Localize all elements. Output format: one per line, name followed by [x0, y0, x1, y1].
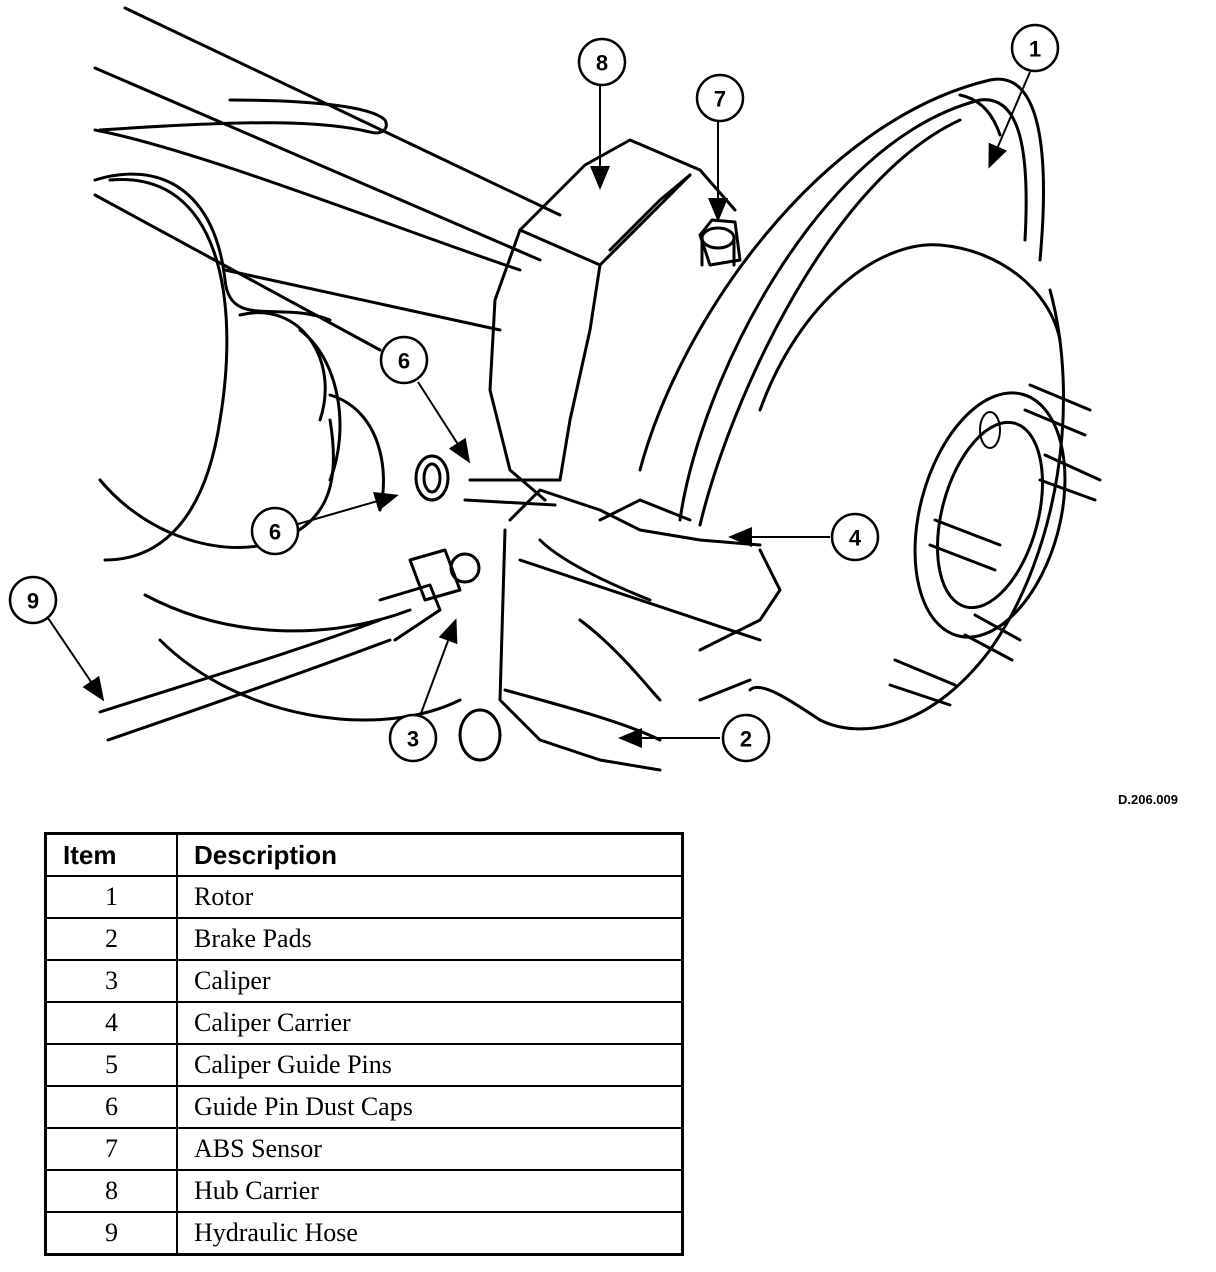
item-number: 6 [44, 1085, 178, 1129]
callout-6-upper: 6 [379, 335, 429, 385]
table-row: 4 Caliper Carrier [44, 1001, 684, 1045]
callout-2: 2 [721, 713, 771, 763]
rotor [638, 77, 1045, 527]
table-row: 9 Hydraulic Hose [44, 1211, 684, 1256]
callout-4-label: 4 [849, 526, 862, 551]
table-row: 6 Guide Pin Dust Caps [44, 1085, 684, 1129]
callout-7-label: 7 [714, 87, 726, 112]
table-row: 3 Caliper [44, 959, 684, 1003]
item-description: Caliper Carrier [176, 1001, 684, 1045]
callout-1: 1 [1010, 23, 1060, 73]
guide-pin-dust-caps [414, 454, 562, 762]
item-description: Caliper [176, 959, 684, 1003]
header-description: Description [176, 832, 684, 877]
item-number: 5 [44, 1043, 178, 1087]
table-row: 5 Caliper Guide Pins [44, 1043, 684, 1087]
item-number: 7 [44, 1127, 178, 1171]
table-row: 7 ABS Sensor [44, 1127, 684, 1171]
brake-assembly-diagram: 1 2 3 4 6 6 7 8 9 D.206.009 [8, 6, 1178, 807]
item-description: Rotor [176, 875, 684, 919]
callout-3: 3 [388, 713, 438, 763]
item-description: Guide Pin Dust Caps [176, 1085, 684, 1129]
item-number: 4 [44, 1001, 178, 1045]
callout-8: 8 [577, 37, 627, 87]
table-row: 2 Brake Pads [44, 917, 684, 961]
callout-7: 7 [695, 73, 745, 123]
diagram-reference-code: D.206.009 [1118, 792, 1178, 807]
parts-legend-table: Item Description 1 Rotor 2 Brake Pads 3 … [44, 832, 684, 1256]
item-number: 9 [44, 1211, 178, 1256]
item-description: Brake Pads [176, 917, 684, 961]
item-description: ABS Sensor [176, 1127, 684, 1171]
hydraulic-hose [98, 548, 481, 742]
header-item: Item [44, 832, 178, 877]
callout-1-label: 1 [1029, 37, 1041, 62]
abs-sensor [700, 226, 736, 267]
wheel-studs [888, 383, 1102, 707]
item-description: Hydraulic Hose [176, 1211, 684, 1256]
callout-6-upper-label: 6 [398, 349, 410, 374]
callout-3-label: 3 [407, 727, 419, 752]
hub-carrier [488, 138, 742, 502]
item-description: Hub Carrier [176, 1169, 684, 1213]
callout-8-label: 8 [596, 51, 608, 76]
spring-boot [98, 178, 462, 722]
table-row: 8 Hub Carrier [44, 1169, 684, 1213]
table-header-row: Item Description [44, 832, 684, 877]
callout-9: 9 [8, 575, 58, 625]
callout-2-label: 2 [740, 727, 752, 752]
item-number: 8 [44, 1169, 178, 1213]
item-number: 1 [44, 875, 178, 919]
callout-9-label: 9 [27, 589, 39, 614]
item-number: 3 [44, 959, 178, 1003]
suspension-arm [93, 6, 562, 352]
callout-4: 4 [830, 512, 880, 562]
callout-6-lower: 6 [250, 506, 300, 556]
caliper [498, 488, 782, 772]
item-number: 2 [44, 917, 178, 961]
callout-6-lower-label: 6 [269, 520, 281, 545]
item-description: Caliper Guide Pins [176, 1043, 684, 1087]
leader-lines [47, 71, 1031, 748]
hub [748, 243, 1067, 731]
table-row: 1 Rotor [44, 875, 684, 919]
